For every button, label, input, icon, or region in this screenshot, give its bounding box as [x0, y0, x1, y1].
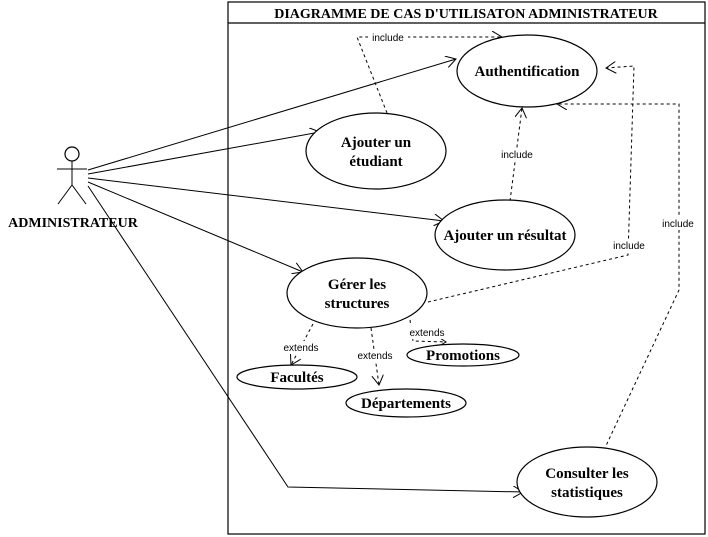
include-stats-arrow	[557, 104, 680, 451]
association-manage	[87, 181, 303, 272]
association-stats	[87, 185, 523, 492]
actor-figure[interactable]	[57, 146, 87, 205]
use-case-statistics-shape	[516, 446, 658, 518]
use-case-add-student[interactable]: Ajouter un étudiant	[305, 112, 447, 190]
use-case-add-result-shape	[434, 199, 576, 271]
use-case-departments-shape	[345, 388, 467, 418]
use-case-promotions-shape	[406, 343, 520, 367]
extends-promotions-label: extends	[409, 328, 444, 339]
include-manage-arrow	[427, 66, 635, 303]
include-stats-label: include	[662, 219, 694, 230]
use-case-manage-structures[interactable]: Gérer les structures	[286, 257, 428, 329]
association-add-result	[87, 177, 444, 221]
association-add-student	[87, 132, 320, 175]
use-case-statistics-label-line1: Consulter les	[545, 466, 629, 482]
system-boundary	[227, 1, 706, 535]
use-case-add-student-label-line1: Ajouter un	[341, 135, 412, 151]
actor-name: ADMINISTRATEUR	[8, 216, 139, 231]
include-manage-label: include	[613, 241, 645, 252]
extends-departments-label-bg	[354, 349, 396, 362]
use-case-faculties-label: Facultés	[270, 370, 323, 386]
include-result-label-bg	[497, 148, 537, 161]
extends-promotions-label-bg	[406, 326, 448, 339]
extends-faculties-arrow	[291, 323, 314, 365]
use-case-promotions-label: Promotions	[426, 348, 500, 364]
include-result-label: include	[501, 150, 533, 161]
use-case-authentification-shape	[456, 34, 598, 108]
use-case-promotions[interactable]: Promotions	[406, 343, 520, 367]
association-auth	[87, 59, 456, 171]
system-title: DIAGRAMME DE CAS D'UTILISATON ADMINISTRA…	[274, 7, 658, 22]
use-case-authentification[interactable]: Authentification	[456, 34, 598, 108]
actor-right-leg	[71, 184, 87, 205]
use-case-statistics-label-line2: statistiques	[551, 485, 623, 501]
use-case-manage-structures-label-line2: structures	[325, 296, 390, 312]
use-case-faculties[interactable]: Facultés	[236, 364, 358, 390]
use-case-manage-structures-label-line1: Gérer les	[328, 277, 386, 293]
use-case-add-result-label: Ajouter un résultat	[443, 228, 566, 244]
extends-departments-label: extends	[357, 351, 392, 362]
include-student-label: include	[372, 33, 404, 44]
include-stats-label-bg	[658, 217, 698, 230]
use-case-add-result[interactable]: Ajouter un résultat	[434, 199, 576, 271]
use-case-authentification-label: Authentification	[475, 64, 581, 80]
extends-faculties-label: extends	[283, 343, 318, 354]
use-case-manage-structures-shape	[286, 257, 428, 329]
actor-head	[64, 146, 80, 162]
actor-left-leg	[57, 184, 73, 205]
use-case-add-student-shape	[305, 112, 447, 190]
use-case-add-student-label-line2: étudiant	[349, 154, 402, 170]
use-case-departments-label: Départements	[361, 396, 451, 412]
include-manage-label-bg	[609, 239, 649, 252]
include-student-label-bg	[368, 31, 408, 44]
use-case-statistics[interactable]: Consulter les statistiques	[516, 446, 658, 518]
extends-faculties-label-bg	[280, 341, 322, 354]
use-case-faculties-shape	[236, 364, 358, 390]
use-case-departments[interactable]: Départements	[345, 388, 467, 418]
include-result-arrow	[509, 108, 522, 202]
